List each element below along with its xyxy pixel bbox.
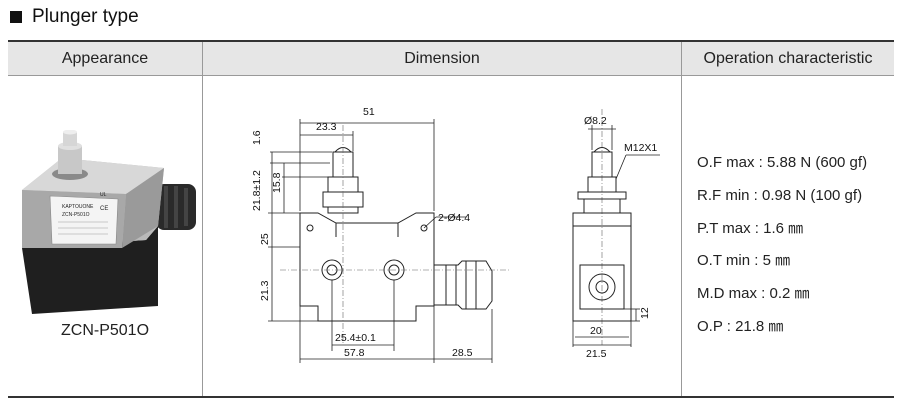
dim-15-8: 15.8 xyxy=(271,172,283,193)
op-md-max: M.D max : 0.2 ㎜ xyxy=(697,285,810,303)
label-brand-text: KAPTOUONE xyxy=(62,204,94,210)
dim-51: 51 xyxy=(363,106,375,118)
dimension-drawing: 51 23.3 1.6 21.8±1.2 15.8 25 21.3 2-Ø4.4… xyxy=(251,106,660,363)
dim-12: 12 xyxy=(639,307,651,319)
section-title-text: Plunger type xyxy=(32,6,139,27)
threaded-bushing xyxy=(58,146,82,174)
dim-21-5: 21.5 xyxy=(586,348,607,360)
dim-57-8: 57.8 xyxy=(344,347,365,359)
column-divider xyxy=(681,42,682,396)
column-divider xyxy=(202,42,203,396)
cable-boot xyxy=(156,184,196,230)
op-of-max: O.F max : 5.88 N (600 gf) xyxy=(697,154,868,171)
label-model-text: ZCN-P501O xyxy=(62,212,90,218)
dim-25-4: 25.4±0.1 xyxy=(335,332,376,344)
op-pt-max: P.T max : 1.6 ㎜ xyxy=(697,219,804,237)
dim-hole: 2-Ø4.4 xyxy=(438,212,470,224)
square-bullet-icon xyxy=(10,11,22,23)
dim-20: 20 xyxy=(590,325,602,337)
section-title: Plunger type xyxy=(10,4,139,30)
dim-21-8: 21.8±1.2 xyxy=(251,170,263,211)
dim-m12: M12X1 xyxy=(624,142,657,154)
dim-1-6: 1.6 xyxy=(251,130,263,145)
dim-23-3: 23.3 xyxy=(316,121,337,133)
dim-28-5: 28.5 xyxy=(452,347,473,359)
op-op: O.P : 21.8 ㎜ xyxy=(697,317,784,335)
side-view xyxy=(572,147,632,322)
model-name: ZCN-P501O xyxy=(60,322,150,339)
dim-dia-8-2: Ø8.2 xyxy=(584,115,607,127)
op-ot-min: O.T min : 5 ㎜ xyxy=(697,252,791,270)
label-ce-text: CE xyxy=(100,206,108,212)
header-operation-characteristic: Operation characteristic xyxy=(682,42,894,76)
dim-25: 25 xyxy=(259,233,271,245)
op-rf-min: R.F min : 0.98 N (100 gf) xyxy=(697,186,863,204)
plunger-icon xyxy=(63,132,77,146)
dimension-lines xyxy=(268,119,493,363)
dim-21-3: 21.3 xyxy=(259,280,271,301)
product-label xyxy=(49,195,119,245)
operation-characteristics: O.F max : 5.88 N (600 gf) R.F min : 0.98… xyxy=(697,147,867,344)
header-dimension: Dimension xyxy=(203,42,681,76)
header-appearance: Appearance xyxy=(8,42,202,76)
switch-photo: KAPTOUONE ZCN-P501O CE UL xyxy=(22,130,196,314)
label-ul-text: UL xyxy=(100,192,107,198)
spec-table: Appearance Dimension Operation character… xyxy=(8,40,894,398)
front-view xyxy=(299,147,493,322)
